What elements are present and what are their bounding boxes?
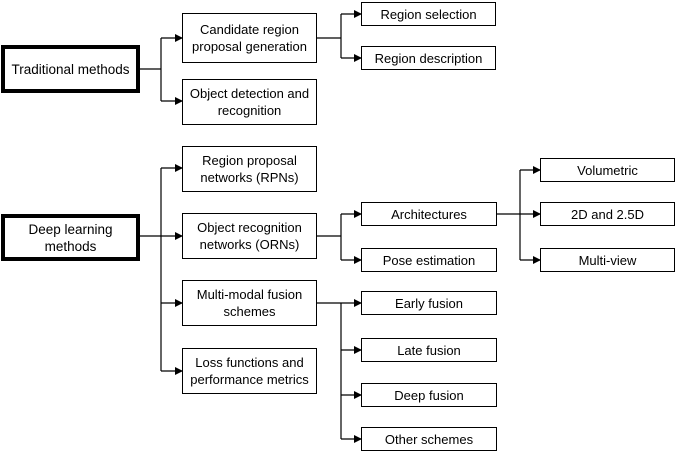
node-architectures: Architectures xyxy=(361,202,497,226)
node-loss-functions: Loss functions and performance metrics xyxy=(182,348,317,394)
node-other-schemes: Other schemes xyxy=(361,427,497,451)
node-deep-fusion: Deep fusion xyxy=(361,383,497,407)
node-rpn: Region proposal networks (RPNs) xyxy=(182,146,317,192)
node-deep-learning-methods: Deep learning methods xyxy=(1,214,140,261)
node-multimodal-fusion: Multi-modal fusion schemes xyxy=(182,280,317,326)
node-candidate-region-proposal: Candidate region proposal generation xyxy=(182,13,317,63)
node-region-description: Region description xyxy=(361,46,496,70)
node-2d-2-5d: 2D and 2.5D xyxy=(540,202,675,226)
node-late-fusion: Late fusion xyxy=(361,338,497,362)
node-traditional-methods: Traditional methods xyxy=(1,45,140,93)
node-multi-view: Multi-view xyxy=(540,248,675,272)
node-pose-estimation: Pose estimation xyxy=(361,248,497,272)
node-object-detection: Object detection and recognition xyxy=(182,79,317,125)
node-early-fusion: Early fusion xyxy=(361,291,497,315)
node-orn: Object recognition networks (ORNs) xyxy=(182,213,317,259)
node-region-selection: Region selection xyxy=(361,2,496,26)
node-volumetric: Volumetric xyxy=(540,158,675,182)
